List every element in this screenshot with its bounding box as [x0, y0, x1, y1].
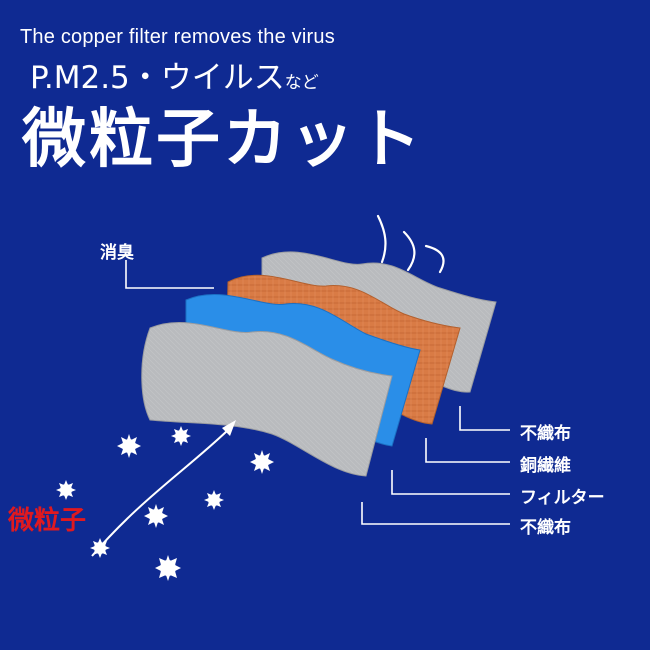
label-filter: フィルター	[520, 488, 605, 508]
particle-2	[171, 426, 191, 446]
subheadline: P.M2.5・ウイルスなど	[30, 52, 319, 97]
leader-lines	[125, 260, 510, 525]
particle-5	[204, 490, 224, 510]
label-copper-fiber: 銅繊維	[520, 456, 571, 476]
particles	[56, 426, 274, 581]
subheadline-main: P.M2.5・ウイルス	[30, 60, 285, 96]
airflow-arrow	[91, 420, 236, 557]
label-particle: 微粒子	[8, 506, 87, 536]
motion-arcs	[376, 214, 445, 274]
particle-7	[90, 538, 110, 558]
particle-4	[56, 480, 76, 500]
layer-inner-nonwoven	[141, 321, 393, 477]
label-deodorant: 消臭	[100, 243, 134, 263]
leader-inner	[361, 502, 510, 525]
tagline-english: The copper filter removes the virus	[20, 26, 335, 48]
particle-8	[155, 555, 181, 581]
label-outer-nonwoven: 不織布	[520, 424, 571, 444]
particle-6	[144, 504, 168, 528]
leader-outer	[459, 406, 510, 431]
leader-copper	[425, 438, 510, 463]
label-inner-nonwoven: 不織布	[520, 518, 571, 538]
leader-filter	[391, 470, 510, 495]
headline: 微粒子カット	[22, 103, 424, 177]
particle-3	[250, 450, 274, 474]
leader-deodorant	[125, 260, 214, 289]
particle-1	[117, 434, 141, 458]
subheadline-suffix: など	[284, 73, 319, 93]
